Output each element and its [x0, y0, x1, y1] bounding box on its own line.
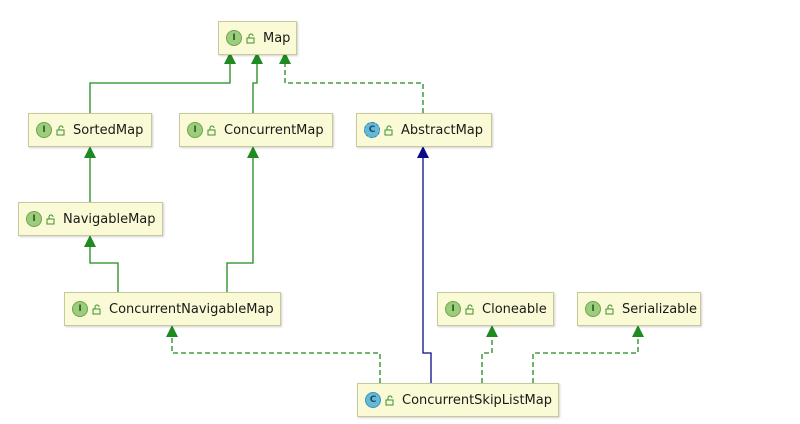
public-lock-icon: [207, 125, 216, 135]
edge-abstractmap-to-map: [279, 52, 424, 113]
node-abstractmap[interactable]: C AbstractMap: [356, 113, 492, 147]
arrowhead-icon: [486, 325, 498, 337]
node-label: ConcurrentMap: [224, 122, 324, 138]
class-badge-icon: C: [365, 392, 381, 408]
public-lock-icon: [92, 304, 101, 314]
edge-concurrentskiplistmap-to-cloneable: [481, 325, 498, 383]
node-concurrentskiplistmap[interactable]: C ConcurrentSkipListMap: [357, 383, 559, 417]
arrowhead-icon: [247, 146, 259, 158]
public-lock-icon: [465, 304, 474, 314]
node-label: Serializable: [622, 301, 698, 317]
edge-navigablemap-to-sortedmap: [84, 146, 96, 202]
arrowhead-icon: [84, 235, 96, 247]
public-lock-icon: [385, 395, 394, 405]
node-label: Cloneable: [482, 301, 547, 317]
edge-sortedmap-to-map: [89, 52, 236, 113]
arrowhead-icon: [251, 52, 263, 64]
interface-badge-icon: I: [187, 122, 203, 138]
arrowhead-icon: [279, 52, 291, 64]
public-lock-icon: [246, 33, 255, 43]
interface-badge-icon: I: [26, 211, 42, 227]
arrowhead-icon: [84, 146, 96, 158]
node-concurrentmap[interactable]: I ConcurrentMap: [179, 113, 333, 147]
interface-badge-icon: I: [36, 122, 52, 138]
public-lock-icon: [46, 214, 55, 224]
interface-badge-icon: I: [72, 301, 88, 317]
node-concurrentnavigablemap[interactable]: I ConcurrentNavigableMap: [64, 292, 281, 326]
node-sortedmap[interactable]: I SortedMap: [28, 113, 152, 147]
abstract-class-badge-icon: C: [364, 122, 380, 138]
public-lock-icon: [384, 125, 393, 135]
node-label: SortedMap: [73, 122, 144, 138]
edge-concurrentmap-to-map: [251, 52, 263, 113]
arrowhead-icon: [417, 146, 429, 158]
arrowhead-icon: [224, 52, 236, 64]
interface-badge-icon: I: [585, 301, 601, 317]
node-serializable[interactable]: I Serializable: [577, 292, 701, 326]
node-label: NavigableMap: [63, 211, 156, 227]
node-label: ConcurrentNavigableMap: [109, 301, 274, 317]
node-navigablemap[interactable]: I NavigableMap: [18, 202, 163, 236]
node-label: ConcurrentSkipListMap: [402, 392, 552, 408]
edge-concurrentnavigablemap-to-concurrentmap: [226, 146, 259, 292]
public-lock-icon: [56, 125, 65, 135]
node-label: AbstractMap: [401, 122, 484, 138]
public-lock-icon: [605, 304, 614, 314]
interface-badge-icon: I: [445, 301, 461, 317]
edge-concurrentskiplistmap-to-abstractmap: [417, 146, 432, 383]
node-label: Map: [263, 30, 291, 46]
arrowhead-icon: [632, 325, 644, 337]
arrowhead-icon: [166, 325, 178, 337]
node-map[interactable]: I Map: [218, 21, 297, 55]
edge-concurrentnavigablemap-to-navigablemap: [84, 235, 119, 292]
interface-badge-icon: I: [226, 30, 242, 46]
edge-concurrentskiplistmap-to-concurrentnavigablemap: [166, 325, 381, 383]
edge-concurrentskiplistmap-to-serializable: [532, 325, 644, 383]
node-cloneable[interactable]: I Cloneable: [437, 292, 554, 326]
